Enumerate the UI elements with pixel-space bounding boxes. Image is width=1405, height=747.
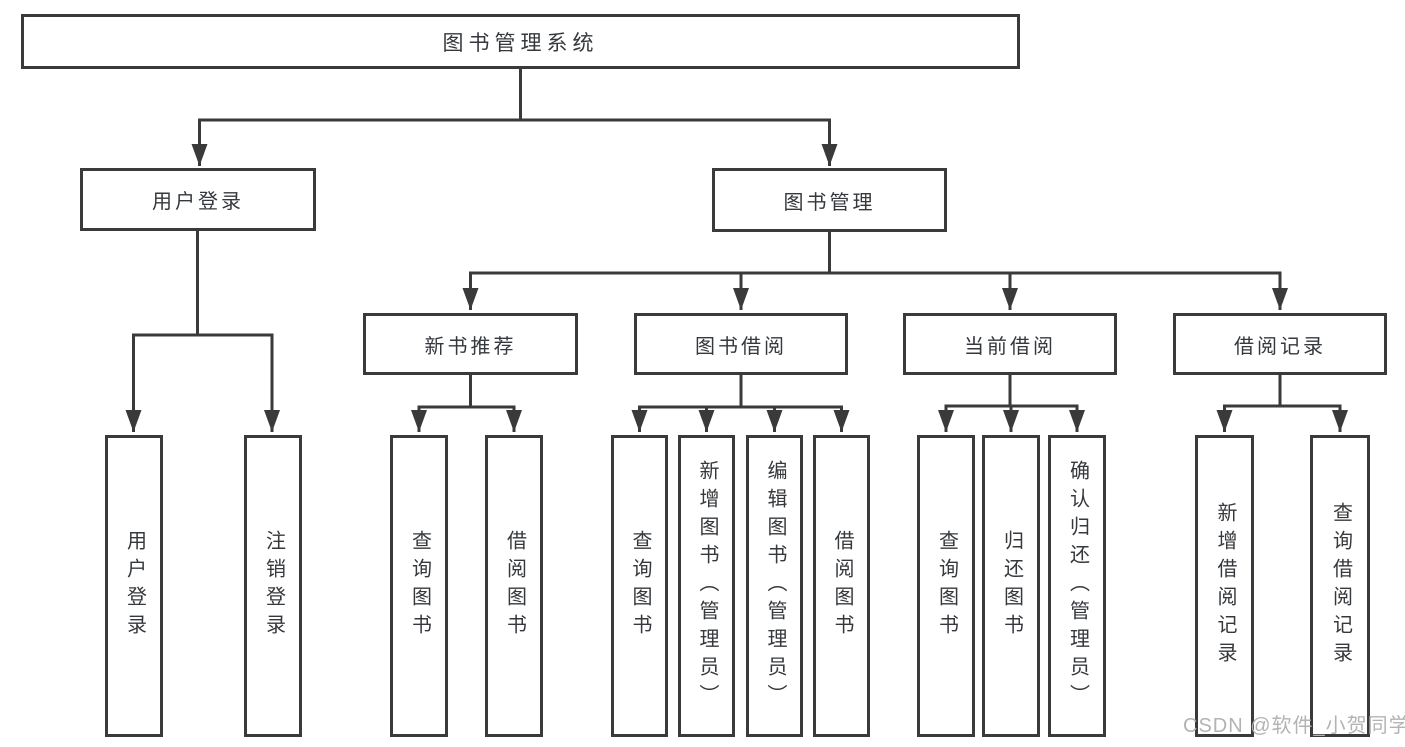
leaf-add-borrow-record-label: 新增借阅记录 bbox=[1214, 502, 1236, 670]
leaf-confirm-return-admin: 确认归还（管理员） bbox=[1048, 435, 1106, 737]
leaf-return-book-label: 归还图书 bbox=[1000, 530, 1023, 642]
node-user-login-label: 用户登录 bbox=[152, 191, 244, 213]
leaf-add-book-admin-label: 新增图书（管理员） bbox=[696, 460, 718, 712]
node-book-borrow-label: 图书借阅 bbox=[695, 335, 787, 358]
leaf-query-books-1-label: 查询图书 bbox=[408, 530, 431, 642]
leaf-borrow-books-2-label: 借阅图书 bbox=[831, 530, 853, 642]
leaf-borrow-books-1-label: 借阅图书 bbox=[503, 530, 526, 642]
leaf-query-borrow-record: 查询借阅记录 bbox=[1310, 435, 1370, 737]
watermark: CSDN @软件_小贺同学 bbox=[1183, 715, 1405, 737]
leaf-confirm-return-admin-label: 确认归还（管理员） bbox=[1066, 460, 1089, 712]
node-borrow-records: 借阅记录 bbox=[1173, 313, 1387, 375]
leaf-query-books-3: 查询图书 bbox=[917, 435, 975, 737]
node-new-book-recommend: 新书推荐 bbox=[363, 313, 578, 375]
leaf-edit-book-admin: 编辑图书（管理员） bbox=[746, 435, 803, 737]
leaf-user-login-label: 用户登录 bbox=[123, 530, 146, 642]
leaf-query-books-3-label: 查询图书 bbox=[935, 530, 958, 642]
node-new-book-recommend-label: 新书推荐 bbox=[424, 335, 517, 358]
leaf-borrow-books-2: 借阅图书 bbox=[813, 435, 870, 737]
node-root-label: 图书管理系统 bbox=[442, 31, 599, 55]
node-root: 图书管理系统 bbox=[21, 14, 1020, 69]
leaf-query-borrow-record-label: 查询借阅记录 bbox=[1329, 502, 1352, 670]
leaf-query-books-2: 查询图书 bbox=[611, 435, 668, 737]
node-current-borrow: 当前借阅 bbox=[903, 313, 1117, 375]
node-user-login: 用户登录 bbox=[80, 168, 316, 231]
leaf-logout-label: 注销登录 bbox=[262, 530, 285, 642]
leaf-return-book: 归还图书 bbox=[982, 435, 1040, 737]
node-book-management: 图书管理 bbox=[712, 168, 947, 232]
leaf-logout: 注销登录 bbox=[244, 435, 302, 737]
node-book-management-label: 图书管理 bbox=[783, 191, 876, 214]
node-book-borrow: 图书借阅 bbox=[634, 313, 848, 375]
leaf-user-login: 用户登录 bbox=[105, 435, 163, 737]
leaf-query-books-1: 查询图书 bbox=[390, 435, 448, 737]
leaf-add-book-admin: 新增图书（管理员） bbox=[678, 435, 735, 737]
leaf-add-borrow-record: 新增借阅记录 bbox=[1195, 435, 1254, 737]
node-borrow-records-label: 借阅记录 bbox=[1234, 335, 1326, 358]
leaf-edit-book-admin-label: 编辑图书（管理员） bbox=[764, 460, 786, 712]
leaf-query-books-2-label: 查询图书 bbox=[629, 530, 651, 642]
node-current-borrow-label: 当前借阅 bbox=[964, 335, 1056, 358]
leaf-borrow-books-1: 借阅图书 bbox=[485, 435, 543, 737]
